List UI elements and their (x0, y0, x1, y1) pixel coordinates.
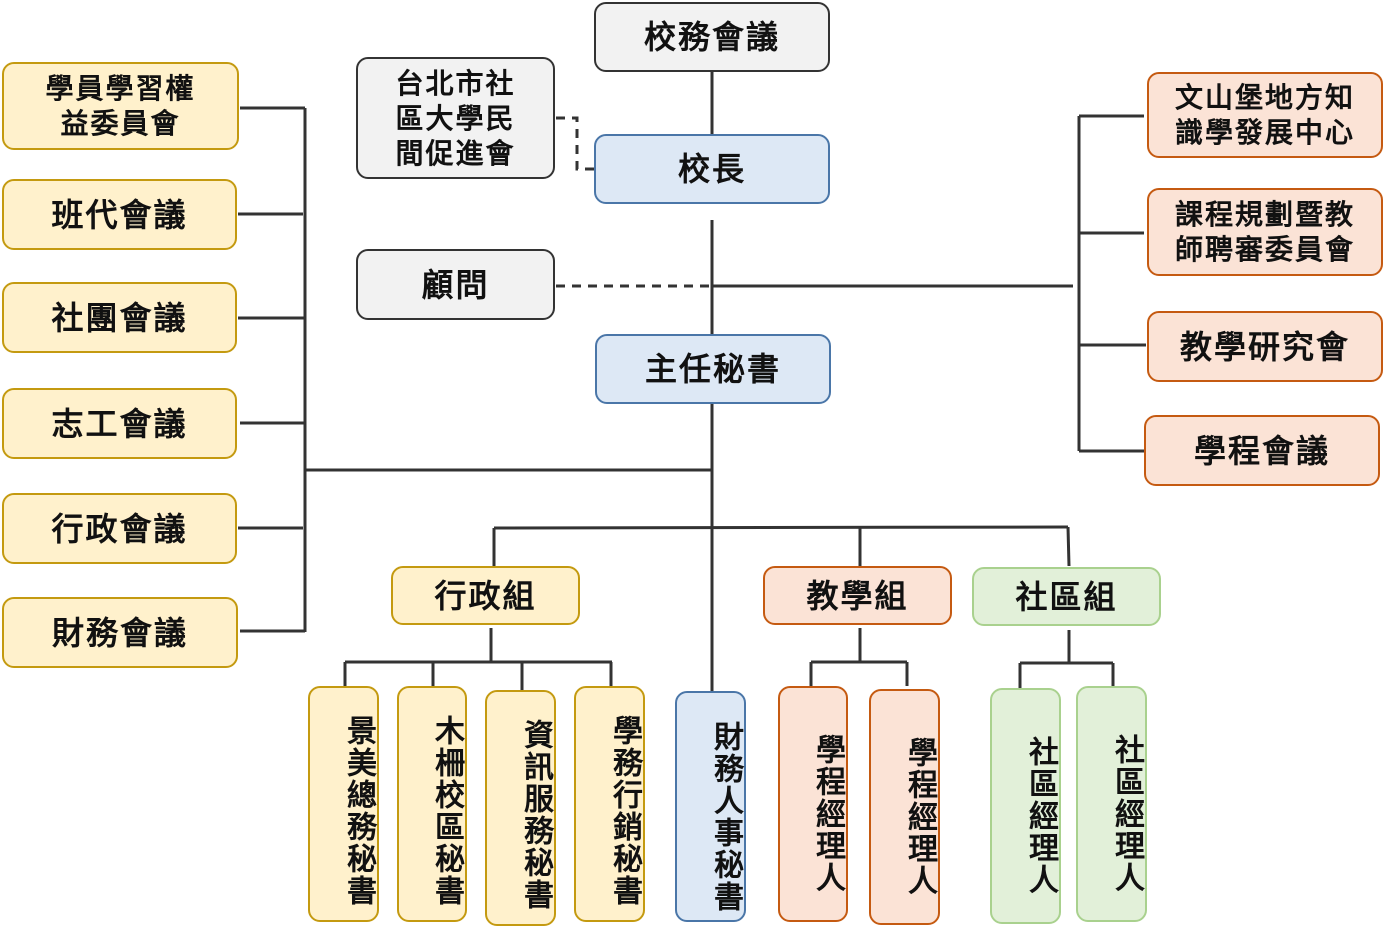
finance-secretary-box[interactable]: 財務人事秘書 (675, 691, 746, 922)
finance-secretary-label: 財務人事秘書 (708, 720, 743, 913)
member-label: 社區經理人 (1109, 734, 1144, 894)
admin-member-3[interactable]: 資訊服務秘書 (485, 690, 556, 926)
teaching-member-2[interactable]: 學程經理人 (869, 689, 940, 925)
admin-group-box[interactable]: 行政組 (391, 566, 580, 625)
community-member-2[interactable]: 社區經理人 (1076, 686, 1147, 922)
principal-label: 校長 (677, 150, 746, 188)
admin-member-2[interactable]: 木柵校區秘書 (397, 686, 467, 922)
member-label: 學程經理人 (902, 737, 937, 897)
committee-label: 教學研究會 (1179, 327, 1350, 366)
left-committee-3[interactable]: 社團會議 (2, 282, 237, 353)
teaching-group-label: 教學組 (806, 576, 909, 615)
community-group-label: 社區組 (1015, 577, 1118, 616)
admin-member-1[interactable]: 景美總務秘書 (308, 686, 379, 922)
chief-secretary-box[interactable]: 主任秘書 (595, 334, 831, 404)
member-label: 社區經理人 (1023, 736, 1058, 896)
advisor-box[interactable]: 顧問 (356, 249, 555, 320)
right-committee-4[interactable]: 學程會議 (1144, 415, 1380, 486)
committee-label: 志工會議 (51, 404, 188, 443)
committee-label: 財務會議 (51, 613, 188, 652)
association-line-2: 區大學民 (395, 101, 516, 135)
member-label: 資訊服務秘書 (518, 719, 553, 911)
left-committee-1[interactable]: 學員學習權 益委員會 (2, 62, 239, 150)
committee-label: 班代會議 (51, 195, 188, 234)
left-committee-6[interactable]: 財務會議 (2, 597, 238, 668)
committee-label: 學程會議 (1193, 431, 1330, 470)
committee-line: 師聘審委員會 (1174, 233, 1355, 266)
left-committee-5[interactable]: 行政會議 (2, 493, 237, 564)
association-line-3: 間促進會 (395, 136, 516, 170)
teaching-member-1[interactable]: 學程經理人 (778, 686, 848, 922)
committee-label: 社團會議 (51, 298, 188, 337)
committee-line: 學員學習權 (45, 72, 196, 105)
committee-line: 課程規劃暨教 (1174, 198, 1355, 231)
member-label: 學務行銷秘書 (607, 715, 642, 907)
left-committee-4[interactable]: 志工會議 (2, 388, 237, 459)
committee-line: 文山堡地方知 (1174, 81, 1355, 114)
member-label: 景美總務秘書 (341, 715, 376, 907)
committee-line: 益委員會 (60, 107, 181, 140)
right-committee-3[interactable]: 教學研究會 (1147, 311, 1383, 382)
committee-label: 行政會議 (51, 509, 188, 548)
admin-group-label: 行政組 (434, 576, 537, 615)
chief-secretary-label: 主任秘書 (644, 350, 781, 388)
promotion-association-box[interactable]: 台北市社 區大學民 間促進會 (356, 57, 555, 179)
dashed-line-association (556, 116, 594, 171)
right-committee-2[interactable]: 課程規劃暨教 師聘審委員會 (1147, 188, 1383, 276)
group-bus (493, 525, 1069, 530)
community-member-1[interactable]: 社區經理人 (990, 688, 1061, 924)
left-committee-2[interactable]: 班代會議 (2, 179, 237, 250)
committee-line: 識學發展中心 (1174, 116, 1355, 149)
member-label: 木柵校區秘書 (429, 715, 464, 907)
association-line-1: 台北市社 (395, 66, 516, 100)
school-council-box[interactable]: 校務會議 (594, 2, 830, 72)
principal-box[interactable]: 校長 (594, 134, 830, 204)
advisor-label: 顧問 (421, 265, 490, 304)
right-committee-1[interactable]: 文山堡地方知 識學發展中心 (1147, 72, 1383, 158)
admin-member-4[interactable]: 學務行銷秘書 (574, 686, 645, 922)
member-label: 學程經理人 (810, 734, 845, 894)
school-council-label: 校務會議 (643, 18, 780, 56)
community-group-box[interactable]: 社區組 (972, 567, 1161, 626)
teaching-group-box[interactable]: 教學組 (763, 566, 952, 625)
